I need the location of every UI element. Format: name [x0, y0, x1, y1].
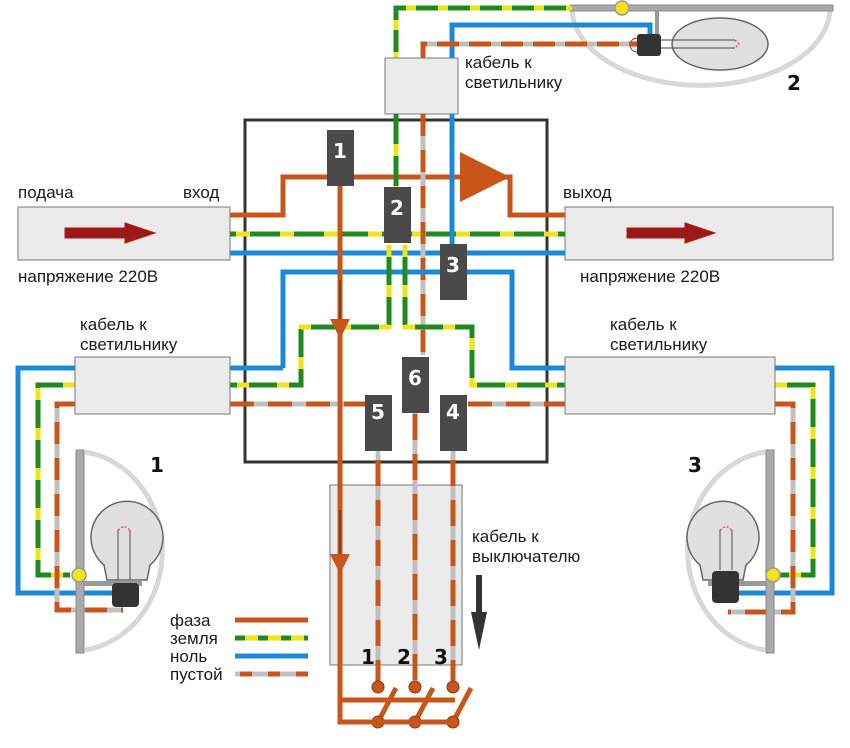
switch-cable-box [329, 484, 463, 666]
lamp-1-number: 1 [150, 453, 164, 477]
lamp-2-number: 2 [787, 71, 801, 95]
cable-box-lamp-1 [74, 356, 231, 415]
input-label: вход [183, 183, 219, 202]
cable-box-lamp-2 [384, 57, 459, 115]
legend-empty-label: пустой [170, 665, 223, 684]
switch-number-1: 1 [361, 645, 375, 669]
bulb-socket-icon [112, 583, 139, 607]
svg-text:2: 2 [390, 196, 404, 220]
output-label: выход [563, 183, 612, 202]
ground-terminal-icon [614, 0, 630, 16]
lamp-1 [71, 449, 165, 654]
cable-label-left-line1: кабель к [80, 315, 147, 334]
legend: фаза земля ноль пустой [170, 611, 308, 684]
switch-2[interactable] [408, 680, 436, 729]
cable-label-top-line2: светильнику [465, 73, 563, 92]
lamp-3-number: 3 [688, 453, 702, 477]
switch-cable-label-line1: кабель к [472, 527, 539, 546]
svg-text:3: 3 [446, 253, 460, 277]
bulb-icon [686, 500, 760, 581]
cable-box-lamp-3 [564, 356, 776, 415]
svg-text:6: 6 [408, 366, 422, 390]
bulb-icon [671, 17, 769, 71]
legend-ground-label: земля [170, 629, 218, 648]
voltage-left-label: напряжение 220В [18, 267, 158, 286]
wires-lamp-1 [15, 365, 123, 613]
bulb-icon [90, 500, 164, 581]
cable-label-right-line2: светильнику [610, 335, 708, 354]
legend-neutral-label: ноль [170, 647, 207, 666]
lamp-3 [685, 449, 781, 654]
svg-text:5: 5 [371, 400, 385, 424]
terminal-5: 5 [365, 395, 392, 451]
ceiling-mount [569, 4, 834, 12]
cable-label-top-line1: кабель к [465, 53, 532, 72]
terminal-4: 4 [440, 395, 467, 451]
wires-lamp-3 [728, 365, 835, 615]
wires-lamp-2 [393, 5, 653, 62]
switch-number-3: 3 [434, 645, 448, 669]
switch-cable-label-line2: выключателю [472, 547, 581, 566]
terminal-2: 2 [384, 187, 411, 243]
cable-label-left-line2: светильнику [80, 335, 178, 354]
ground-terminal-icon [765, 567, 781, 583]
bulb-socket-icon [637, 34, 661, 56]
svg-text:1: 1 [333, 139, 347, 163]
arrow-down-icon [471, 575, 487, 650]
cable-label-right-line1: кабель к [610, 315, 677, 334]
voltage-right-label: напряжение 220В [580, 267, 720, 286]
arrow-right-icon [626, 222, 717, 244]
arrow-right-icon [64, 222, 157, 244]
ground-distribution [230, 245, 565, 388]
wall-mount [75, 449, 85, 654]
neutral-wire [280, 269, 565, 371]
switch-wires [375, 410, 456, 685]
supply-label: подача [18, 183, 74, 202]
terminal-6: 6 [402, 357, 429, 413]
switch-block[interactable] [337, 680, 474, 729]
svg-text:4: 4 [446, 400, 460, 424]
ground-terminal-icon [71, 567, 87, 583]
bulb-socket-icon [712, 571, 739, 603]
switch-number-2: 2 [397, 645, 411, 669]
legend-phase-label: фаза [170, 611, 211, 630]
lamp-2-cable-internal [393, 114, 455, 355]
terminal-3: 3 [440, 244, 467, 300]
wall-mount [765, 449, 775, 654]
terminal-1: 1 [327, 130, 354, 186]
